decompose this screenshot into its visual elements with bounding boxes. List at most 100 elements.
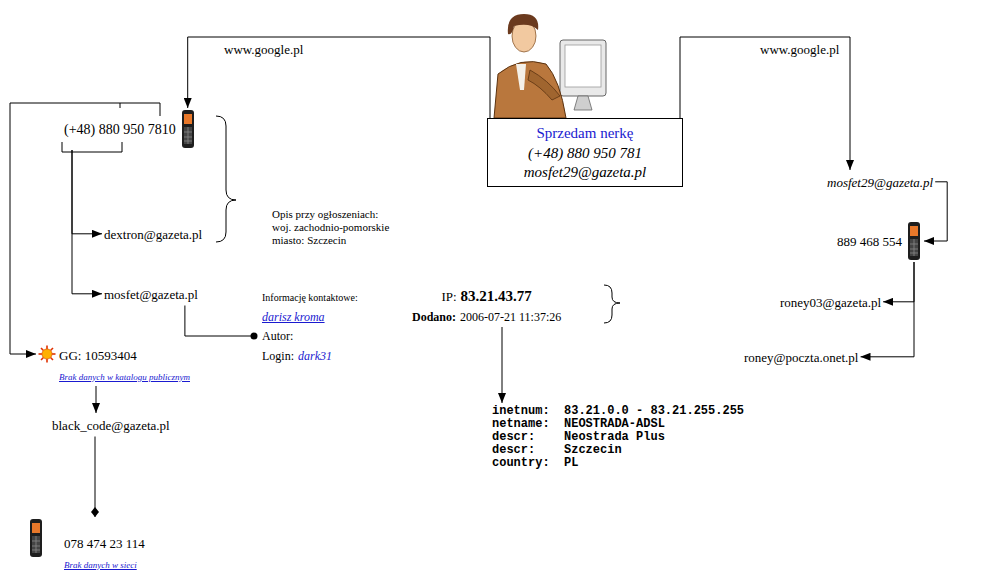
text-row: Autor: <box>262 325 358 345</box>
hair <box>508 14 538 34</box>
gg-node: GG: 10593404Brak danych w katalogu publi… <box>36 343 192 386</box>
node-text: roney03@gazeta.pl <box>780 295 881 310</box>
phone-keys <box>184 127 192 144</box>
text-column: black_code@gazeta.pl <box>52 415 170 435</box>
email-node: black_code@gazeta.pl <box>50 413 172 437</box>
node-text: mosfet29@gazeta.pl <box>524 164 647 180</box>
node-text: dark31 <box>298 349 332 363</box>
node-text: Login: <box>262 349 294 363</box>
text-row: Brak danych w sieci <box>64 553 145 573</box>
phone-screen <box>910 226 918 236</box>
connector <box>95 437 96 518</box>
connector <box>883 262 914 302</box>
text-row: Informację kontaktowe: <box>262 286 358 306</box>
connector <box>185 306 254 337</box>
sun-ray <box>51 348 53 350</box>
text-row: Login: dark31 <box>262 345 358 365</box>
connector <box>96 386 97 413</box>
suit <box>494 62 566 118</box>
text-row: dextron@gazeta.pl <box>104 224 202 244</box>
monitor-screen <box>565 45 601 87</box>
sun-ray <box>41 358 43 360</box>
node-text: Brak danych w sieci <box>64 560 137 570</box>
node-text: IP: <box>441 289 456 304</box>
note-text: Opis przy ogłoszeniach: <box>272 208 378 221</box>
curly-brace <box>604 285 620 323</box>
phone-icon <box>906 222 922 260</box>
text-column: mosfet29@gazeta.pl <box>827 172 933 192</box>
text-row: 889 468 554 <box>837 231 902 251</box>
text-row: 078 474 23 114 <box>64 533 145 553</box>
connector <box>188 37 490 118</box>
node-text: dextron@gazeta.pl <box>104 227 202 242</box>
text-row: black_code@gazeta.pl <box>52 415 170 435</box>
text-row: roney03@gazeta.pl <box>780 292 881 312</box>
text-row: GG: 10593404 <box>59 345 190 365</box>
text-row: darisz kroma <box>262 306 358 326</box>
text-row: (+48) 880 950 781 <box>498 143 672 163</box>
email-node: mosfet@gazeta.pl <box>102 282 200 306</box>
text-column: roney03@gazeta.pl <box>780 292 881 312</box>
monitor <box>560 40 606 96</box>
note-text: woj. zachodnio-pomorskie <box>272 221 389 234</box>
text-row: descr: Szczecin <box>492 444 744 457</box>
node-text: country: PL <box>492 457 744 470</box>
text-row: Dodano:2006-07-21 11:37:26 <box>412 306 561 326</box>
sun-disc <box>42 349 52 359</box>
monitor-stand <box>574 96 592 110</box>
node-text: mosfet29@gazeta.pl <box>827 175 933 190</box>
phone-body <box>908 222 920 260</box>
node-text: Informację kontaktowe: <box>262 292 358 303</box>
text-column: (+48) 880 950 7810 <box>64 119 176 139</box>
phone-node: (+48) 880 950 7810 <box>62 108 198 150</box>
text-row: IP:83.21.43.77 <box>412 286 561 306</box>
node-text: 889 468 554 <box>837 234 902 249</box>
sun-ray <box>52 353 56 355</box>
connector <box>502 327 503 403</box>
phone-screen <box>32 523 40 533</box>
text-row: netname: NEOSTRADA-ADSL <box>492 418 744 431</box>
email-node: roney03@gazeta.pl <box>778 290 883 314</box>
node-text: roney@poczta.onet.pl <box>744 350 859 365</box>
node-text: descr: Neostrada Plus <box>492 431 744 444</box>
phone-icon <box>180 110 196 148</box>
curly-brace <box>216 116 236 242</box>
bracket <box>120 103 160 116</box>
connector <box>72 150 102 294</box>
text-column: Informację kontaktowe: darisz kromaAutor:… <box>262 286 358 364</box>
text-column: mosfet@gazeta.pl <box>104 284 198 304</box>
text-row: Sprzedam nerkę <box>498 123 672 143</box>
whois-record: inetnum: 83.21.0.0 - 83.21.255.255netnam… <box>490 403 746 472</box>
contact-info: Informację kontaktowe: darisz kromaAutor:… <box>254 284 360 366</box>
edge-label: www.google.pl <box>222 42 305 58</box>
phone-keys <box>910 239 918 256</box>
text-column: inetnum: 83.21.0.0 - 83.21.255.255netnam… <box>492 405 744 470</box>
text-row: Brak danych w katalogu publicznym <box>59 365 190 385</box>
sun-ray <box>46 346 48 350</box>
node-text: darisz kroma <box>262 310 325 324</box>
email-node: mosfet29@gazeta.pl <box>825 170 935 194</box>
node-text: netname: NEOSTRADA-ADSL <box>492 418 744 431</box>
sun-ray <box>51 358 53 360</box>
text-row: mosfet29@gazeta.pl <box>827 172 933 192</box>
node-text: Autor: <box>262 329 293 343</box>
phone-keypad <box>32 536 40 553</box>
node-text: Sprzedam nerkę <box>536 125 633 141</box>
node-text: black_code@gazeta.pl <box>52 418 170 433</box>
text-column: Sprzedam nerkę (+48) 880 950 781mosfet29@… <box>498 123 672 182</box>
text-column: IP:83.21.43.77Dodano:2006-07-21 11:37:26 <box>412 286 561 325</box>
edge-label: www.google.pl <box>758 42 841 58</box>
node-text: 078 474 23 114 <box>64 536 145 551</box>
ad-box: Sprzedam nerkę (+48) 880 950 781mosfet29@… <box>487 118 683 187</box>
phone-icon <box>28 519 44 557</box>
phone-keypad <box>184 127 192 144</box>
connector <box>10 103 120 354</box>
phone-keypad <box>910 239 918 256</box>
bracket <box>62 142 122 152</box>
ip-info: IP:83.21.43.77Dodano:2006-07-21 11:37:26 <box>410 284 563 327</box>
phone-node: 078 474 23 114Brak danych w sieci <box>26 517 147 574</box>
note-text: miasto: Szczecin <box>272 234 346 247</box>
node-text: Brak danych w katalogu publicznym <box>59 372 190 382</box>
connector <box>680 37 850 170</box>
